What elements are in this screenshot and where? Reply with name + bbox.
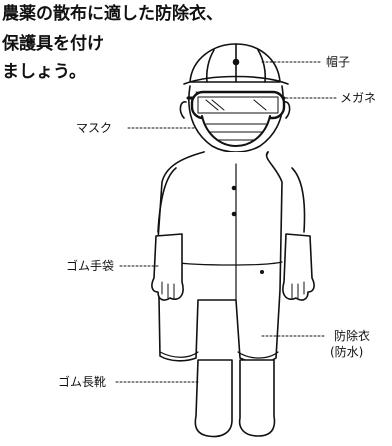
title-line-2: 保護具を付け [2, 34, 104, 54]
gloves-label: ゴム手袋 [66, 259, 115, 273]
protective-suit-illustration [157, 151, 283, 364]
hat-label: 帽子 [326, 55, 351, 69]
hat-illustration [183, 43, 289, 85]
suit-label-line-1: 防除衣 [334, 329, 371, 343]
leader-lines [115, 61, 337, 383]
title-line-3: ましょう。 [2, 62, 86, 82]
title-line-1: 農薬の散布に適した防除衣、 [2, 4, 223, 24]
suit-label-line-2: (防水) [330, 345, 364, 359]
gloves-illustration [151, 233, 315, 301]
goggles-illustration [186, 90, 286, 120]
goggles-label: メガネ [340, 91, 377, 105]
mask-illustration [201, 115, 271, 147]
sleeves-illustration [157, 167, 306, 233]
mask-label: マスク [76, 121, 113, 135]
boots-label: ゴム長靴 [58, 375, 107, 389]
boots-illustration [194, 359, 276, 438]
